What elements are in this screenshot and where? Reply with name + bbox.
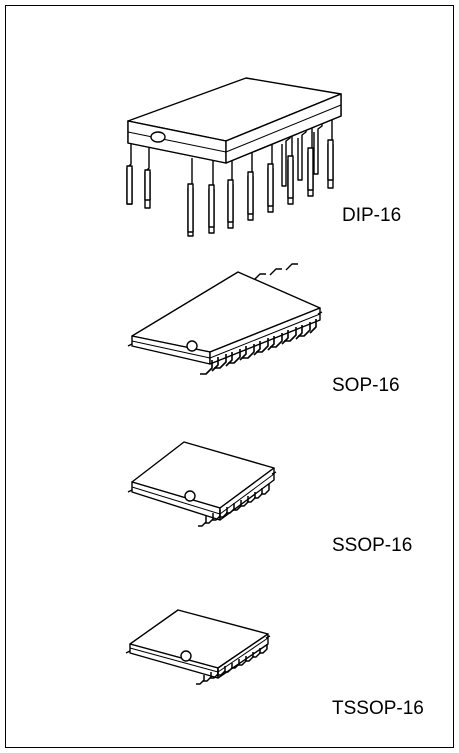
package-label: DIP-16: [342, 205, 402, 226]
sop-16-package: [6, 263, 455, 375]
ssop-16-package-icon: [127, 441, 277, 527]
package-label: TSSOP-16: [332, 698, 424, 719]
package-outline-frame: DIP-16: [5, 5, 454, 748]
tssop-16-package: [6, 598, 455, 688]
package-label: SSOP-16: [332, 535, 413, 556]
sop-16-package-icon: [127, 263, 323, 375]
dip-16-package: [6, 66, 455, 237]
package-label: SOP-16: [332, 375, 400, 396]
ssop-16-package: [6, 434, 455, 534]
dip-16-package-icon: [126, 77, 342, 237]
tssop-16-package-icon: [125, 609, 271, 685]
